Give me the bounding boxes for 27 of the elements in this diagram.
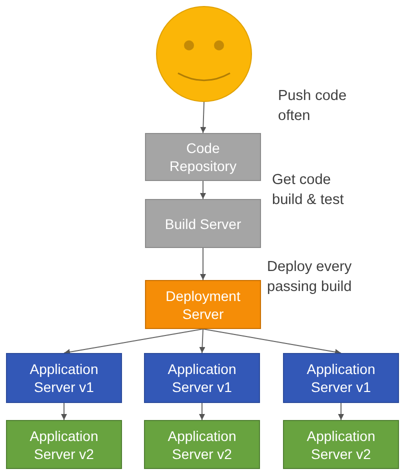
arrow xyxy=(200,248,206,280)
box-label: Build Server xyxy=(164,214,242,232)
arrow xyxy=(202,328,342,355)
box-label: Deployment Server xyxy=(164,286,242,322)
arrow xyxy=(61,402,67,420)
process-box xyxy=(283,420,399,469)
arrow xyxy=(200,180,206,200)
box-label: Application Server v2 xyxy=(28,426,100,462)
process-box xyxy=(283,353,399,403)
box-label: Application Server v2 xyxy=(306,426,376,462)
process-box xyxy=(144,420,260,469)
box-label: Application Server v1 xyxy=(166,360,238,396)
arrow xyxy=(338,402,344,420)
box-label: Application Server v1 xyxy=(306,360,376,396)
process-box xyxy=(145,133,261,181)
process-box xyxy=(145,280,261,329)
box-label: Application Server v2 xyxy=(166,426,238,462)
box-label: Code Repository xyxy=(168,139,238,175)
process-box xyxy=(145,199,261,248)
process-box xyxy=(144,353,260,403)
process-box xyxy=(6,353,122,403)
arrow xyxy=(200,102,206,134)
box-label: Application Server v1 xyxy=(28,360,100,396)
process-box xyxy=(6,420,122,469)
arrow xyxy=(64,328,204,355)
arrow xyxy=(199,402,205,420)
arrow xyxy=(199,328,206,354)
